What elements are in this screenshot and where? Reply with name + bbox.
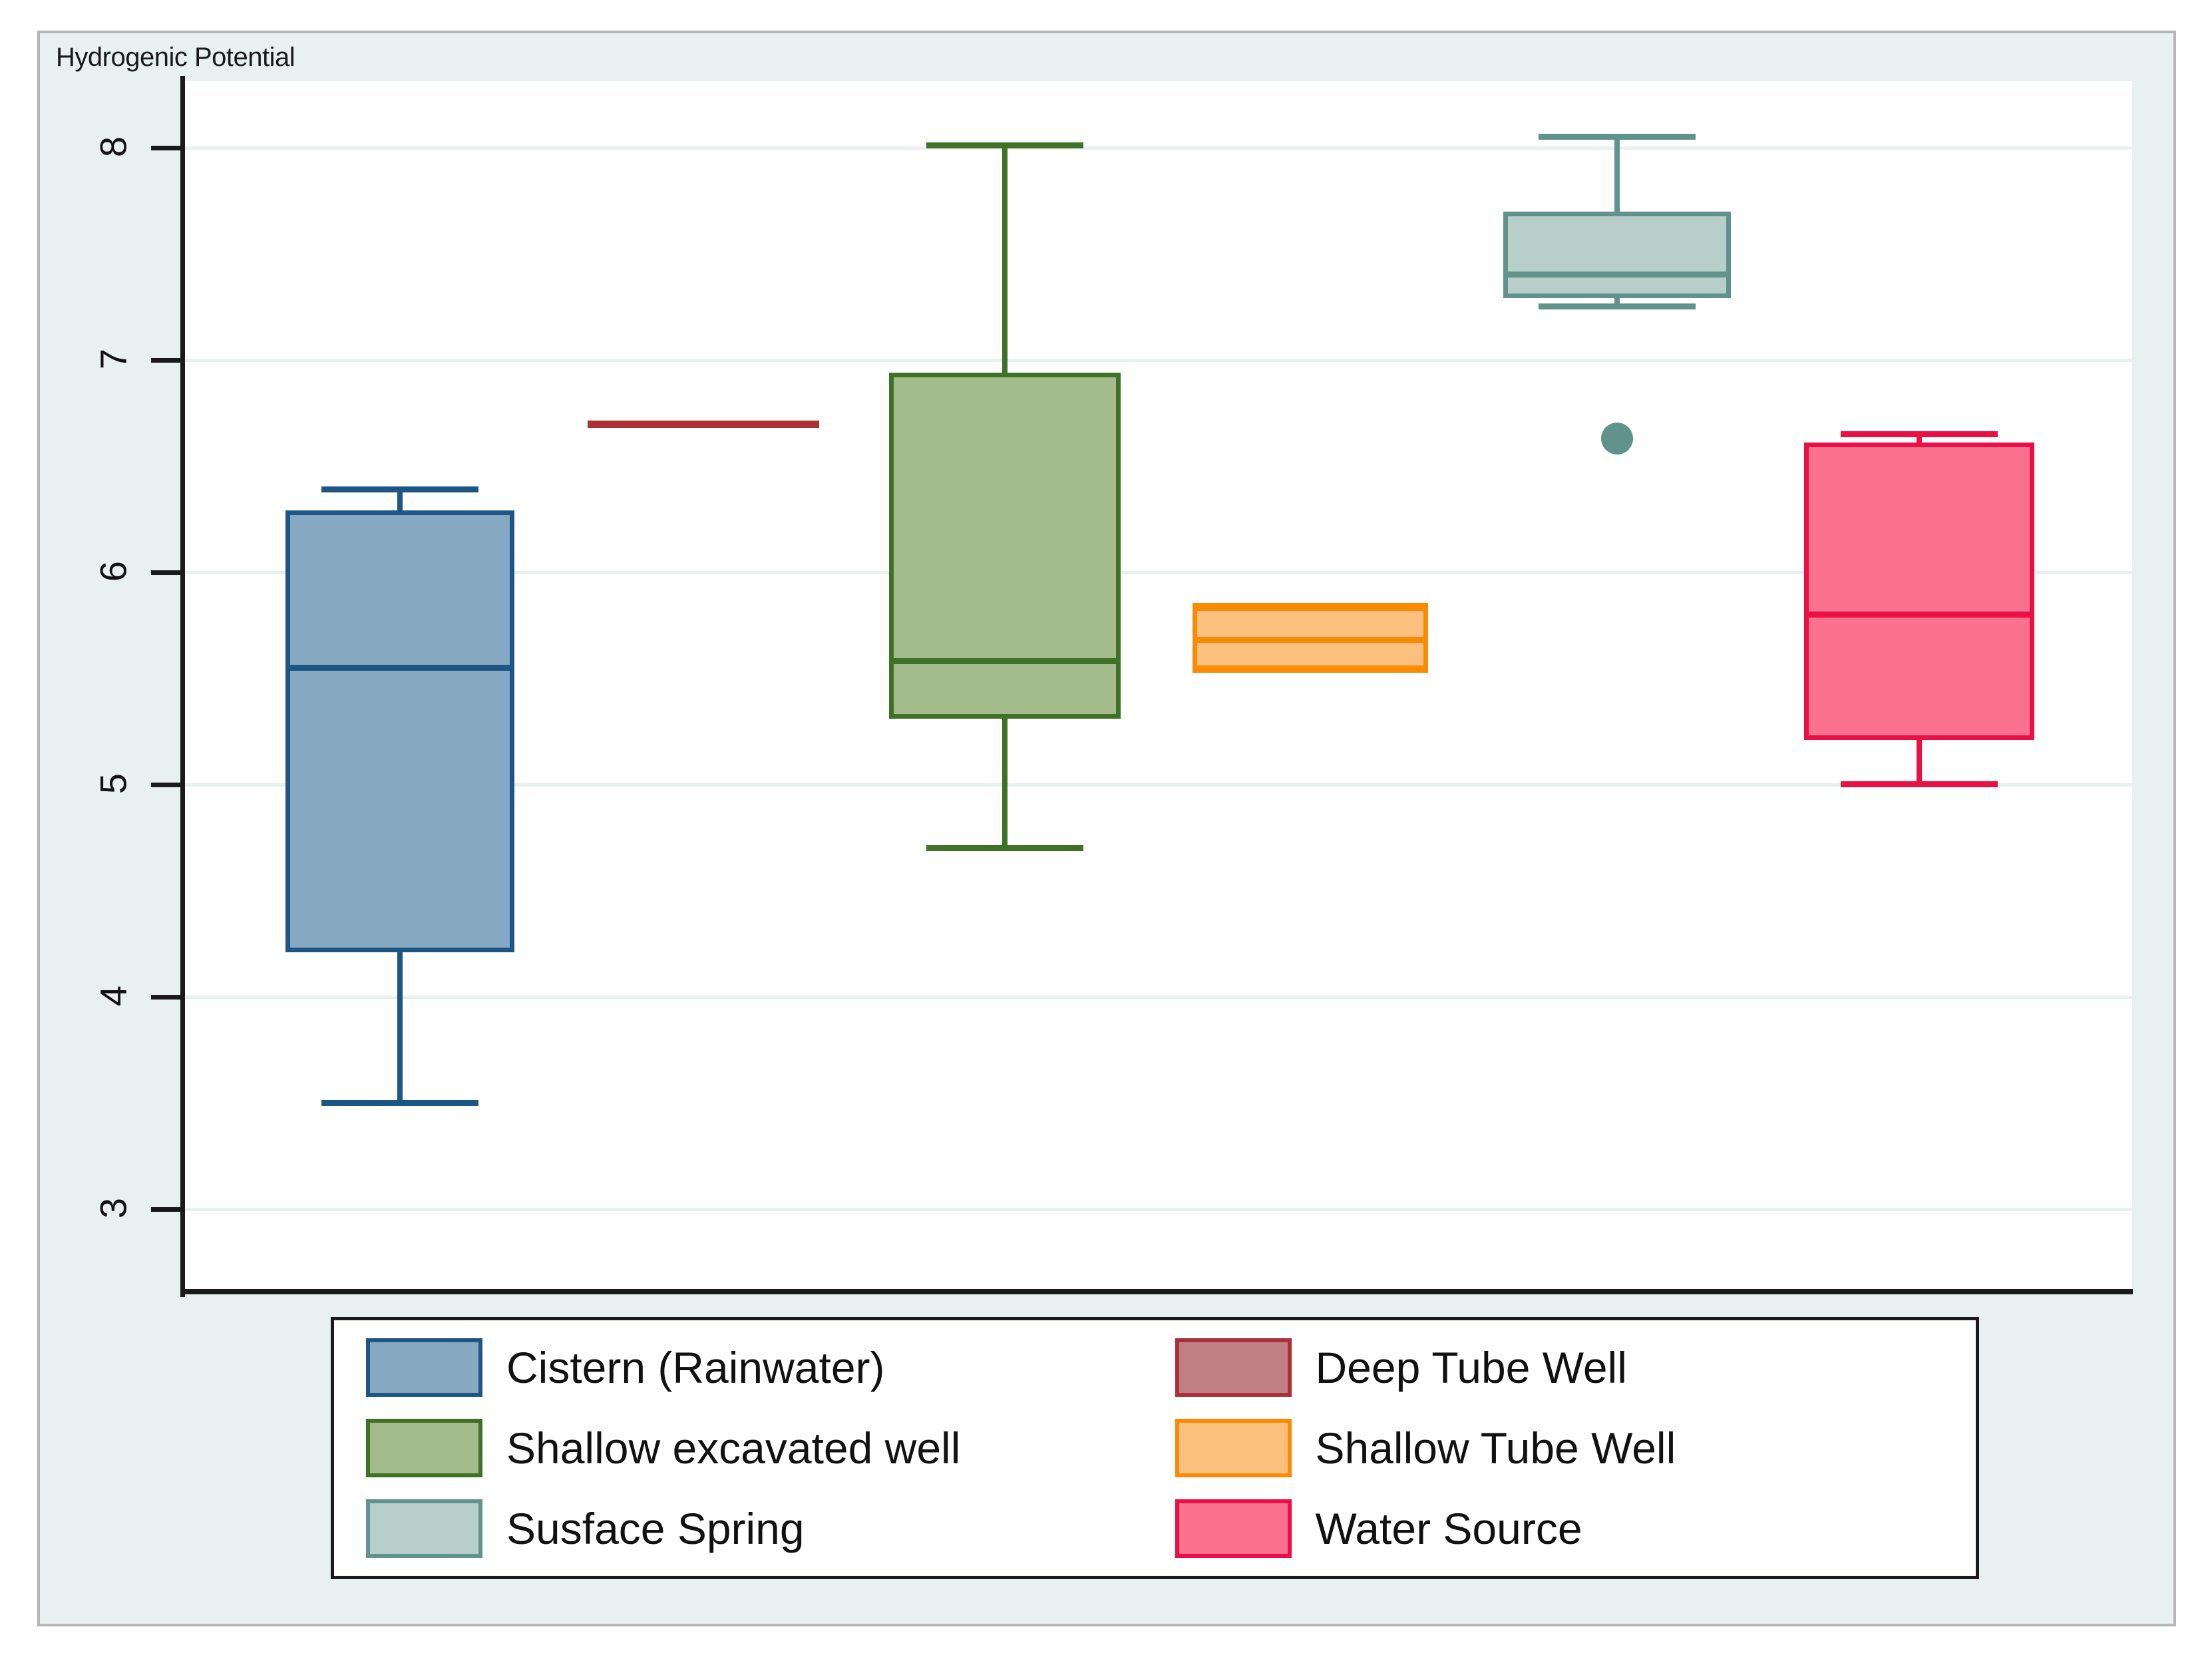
upper-whisker-stem xyxy=(1002,145,1008,373)
y-tick-label-7: 7 xyxy=(92,348,134,370)
box-iqr[interactable] xyxy=(1503,211,1731,299)
gridline-3 xyxy=(184,1208,2132,1211)
y-tick-mark-4 xyxy=(151,995,182,1000)
chart-title: Hydrogenic Potential xyxy=(56,43,295,72)
legend-swatch xyxy=(1175,1499,1292,1559)
gridline-4 xyxy=(184,996,2132,999)
upper-whisker-cap xyxy=(1539,134,1696,140)
legend-swatch xyxy=(1175,1338,1292,1397)
y-tick-label-6: 6 xyxy=(92,560,134,582)
legend-label: Shallow excavated well xyxy=(506,1423,961,1473)
x-axis-line xyxy=(180,1289,2133,1294)
upper-whisker-cap xyxy=(1193,603,1428,610)
y-tick-mark-7 xyxy=(151,358,182,363)
legend-swatch xyxy=(366,1338,482,1397)
legend-item-4[interactable]: Shallow Tube Well xyxy=(1155,1407,1964,1488)
upper-whisker-cap xyxy=(321,486,478,492)
box-median-line xyxy=(889,657,1121,664)
box-iqr[interactable] xyxy=(1804,443,2034,740)
legend-label: Cistern (Rainwater) xyxy=(506,1342,885,1392)
y-tick-mark-8 xyxy=(151,146,182,150)
lower-whisker-cap xyxy=(321,1099,478,1106)
box-median-line xyxy=(1193,637,1428,644)
lower-whisker-stem xyxy=(1614,298,1620,307)
y-tick-label-5: 5 xyxy=(92,773,134,795)
upper-whisker-stem xyxy=(1917,434,1922,443)
legend-label: Susface Spring xyxy=(506,1504,805,1554)
boxplot-4[interactable] xyxy=(184,81,2132,1293)
lower-whisker-stem xyxy=(1002,719,1008,848)
legend-swatch xyxy=(1175,1419,1292,1477)
upper-whisker-cap xyxy=(926,142,1083,148)
plot-area xyxy=(184,81,2132,1293)
legend-item-2[interactable]: Deep Tube Well xyxy=(1155,1327,1964,1407)
gridline-6 xyxy=(184,571,2132,574)
y-tick-mark-5 xyxy=(151,783,182,787)
legend-swatch xyxy=(366,1419,482,1477)
lower-whisker-cap xyxy=(1841,781,1998,787)
lower-whisker-cap xyxy=(1539,303,1696,310)
legend-item-5[interactable]: Susface Spring xyxy=(346,1489,1155,1569)
y-tick-mark-3 xyxy=(151,1207,182,1212)
upper-whisker-stem xyxy=(397,489,403,511)
lower-whisker-stem xyxy=(1917,740,1922,785)
gridline-7 xyxy=(184,359,2132,362)
upper-whisker-cap xyxy=(1841,431,1998,437)
legend-item-6[interactable]: Water Source xyxy=(1155,1489,1964,1569)
lower-whisker-stem xyxy=(397,952,403,1103)
legend-swatch xyxy=(366,1499,482,1559)
y-tick-mark-6 xyxy=(151,570,182,575)
y-tick-label-4: 4 xyxy=(92,985,134,1007)
figure-panel: Hydrogenic Potential 3 4 5 6 7 8 Cistern (Rai… xyxy=(37,31,2176,1626)
box-median-line xyxy=(1503,272,1731,278)
legend-item-3[interactable]: Shallow excavated well xyxy=(346,1407,1155,1488)
box-median-line xyxy=(1804,611,2034,618)
box-iqr[interactable] xyxy=(285,510,514,952)
box-median-line xyxy=(588,420,819,428)
legend-item-1[interactable]: Cistern (Rainwater) xyxy=(346,1327,1155,1407)
boxplot-1[interactable] xyxy=(184,81,2132,1293)
y-tick-label-8: 8 xyxy=(92,136,134,158)
legend-label: Deep Tube Well xyxy=(1315,1342,1627,1392)
outlier-point[interactable] xyxy=(1601,423,1633,455)
y-axis-line xyxy=(180,76,185,1297)
boxplot-3[interactable] xyxy=(184,81,2132,1293)
boxplot-2[interactable] xyxy=(184,81,2132,1293)
y-tick-label-3: 3 xyxy=(92,1197,134,1219)
legend-label: Water Source xyxy=(1315,1504,1582,1554)
boxplot-5[interactable] xyxy=(184,81,2132,1293)
boxplot-6[interactable] xyxy=(184,81,2132,1293)
legend-label: Shallow Tube Well xyxy=(1315,1423,1676,1473)
lower-whisker-cap xyxy=(926,844,1083,851)
box-median-line xyxy=(285,664,514,671)
gridline-5 xyxy=(184,783,2132,787)
gridline-8 xyxy=(184,146,2132,150)
upper-whisker-stem xyxy=(1614,137,1620,212)
